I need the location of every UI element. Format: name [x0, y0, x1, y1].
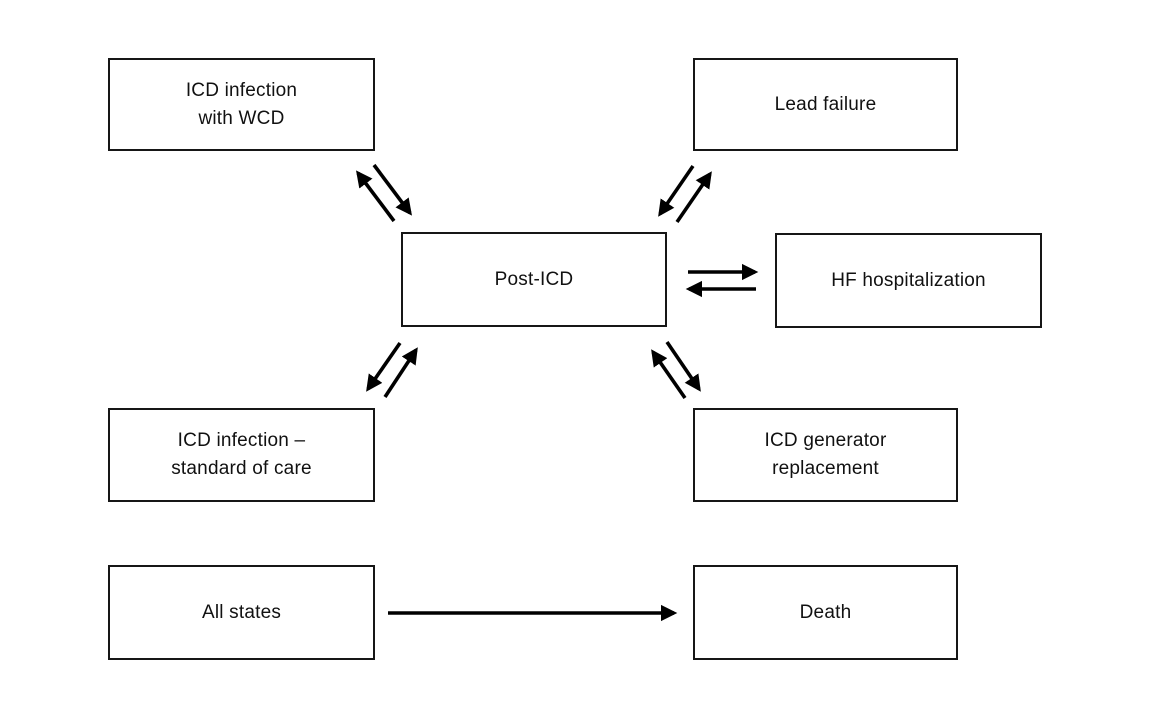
arrow-posticd-to-soc [366, 341, 402, 392]
node-death: Death [693, 565, 958, 660]
arrow-soc-to-posticd [383, 347, 418, 398]
node-hf-hospitalization: HF hospitalization [775, 233, 1042, 328]
node-icd-infection-wcd: ICD infection with WCD [108, 58, 375, 151]
node-all-states: All states [108, 565, 375, 660]
node-label: ICD infection – standard of care [171, 430, 312, 479]
node-label: Post-ICD [494, 268, 574, 290]
node-label: Death [799, 601, 852, 623]
arrow-posticd-to-wcd [356, 170, 396, 223]
node-label: All states [201, 601, 282, 623]
arrow-generator-to-posticd [651, 349, 687, 400]
node-label: HF hospitalization [831, 269, 986, 291]
node-icd-infection-standard-of-care: ICD infection – standard of care [108, 408, 375, 502]
node-post-icd: Post-ICD [401, 232, 667, 327]
node-label: Lead failure [774, 93, 877, 115]
arrow-posticd-to-leadfailure [675, 171, 712, 224]
arrow-wcd-to-posticd [372, 163, 412, 216]
arrow-leadfailure-to-posticd [658, 164, 695, 217]
arrow-posticd-to-generator [665, 340, 701, 392]
node-label: ICD generator replacement [764, 430, 887, 479]
node-lead-failure: Lead failure [693, 58, 958, 151]
node-icd-generator-replacement: ICD generator replacement [693, 408, 958, 502]
node-label: ICD infection with WCD [185, 79, 298, 129]
